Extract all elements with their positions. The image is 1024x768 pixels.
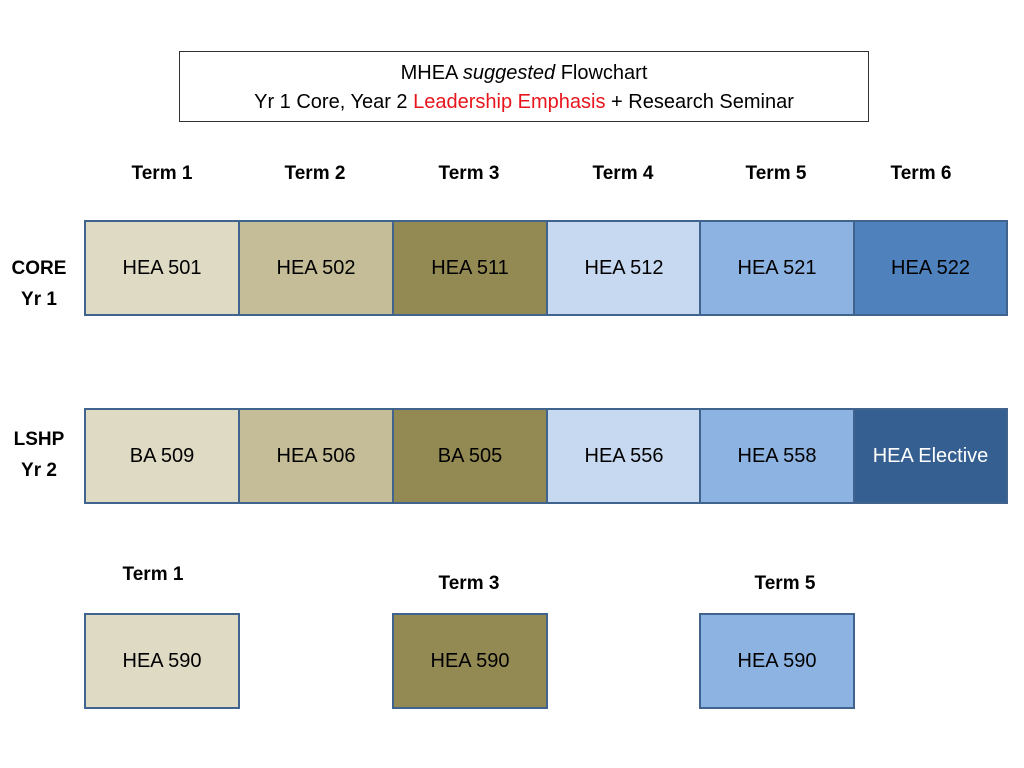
seminar-term-header-5: Term 5 bbox=[754, 573, 816, 594]
title-line-1: MHEA suggested Flowchart bbox=[180, 59, 868, 88]
title-line-2: Yr 1 Core, Year 2 Leadership Emphasis + … bbox=[180, 88, 868, 117]
title-box: MHEA suggested Flowchart Yr 1 Core, Year… bbox=[179, 51, 869, 122]
title-research-seminar: + Research Seminar bbox=[611, 91, 794, 113]
course-cell: HEA 521 bbox=[699, 220, 855, 316]
row-label-lshp-line2: Yr 2 bbox=[21, 460, 57, 481]
course-cell: HEA 558 bbox=[699, 408, 855, 504]
term-header-2: Term 2 bbox=[284, 163, 346, 184]
course-cell: HEA 501 bbox=[84, 220, 240, 316]
seminar-course-cell: HEA 590 bbox=[699, 613, 855, 709]
course-cell: BA 509 bbox=[84, 408, 240, 504]
course-cell: HEA 502 bbox=[238, 220, 394, 316]
title-flowchart: Flowchart bbox=[560, 62, 648, 84]
seminar-term-header-3: Term 3 bbox=[438, 573, 500, 594]
row-label-core: CORE Yr 1 bbox=[0, 253, 78, 315]
term-header-6: Term 6 bbox=[890, 163, 952, 184]
course-cell: HEA 512 bbox=[546, 220, 702, 316]
term-header-1: Term 1 bbox=[131, 163, 193, 184]
row-label-lshp-line1: LSHP bbox=[13, 429, 65, 450]
seminar-course-cell: HEA 590 bbox=[84, 613, 240, 709]
course-cell: BA 505 bbox=[392, 408, 548, 504]
title-leadership-emphasis: Leadership Emphasis bbox=[413, 91, 606, 113]
course-cell: HEA 522 bbox=[853, 220, 1008, 316]
term-header-4: Term 4 bbox=[592, 163, 654, 184]
row-label-core-line1: CORE bbox=[11, 258, 67, 279]
seminar-course-cell: HEA 590 bbox=[392, 613, 548, 709]
term-header-3: Term 3 bbox=[438, 163, 500, 184]
row-label-core-line2: Yr 1 bbox=[21, 289, 57, 310]
title-core: Yr 1 Core, Year 2 bbox=[254, 91, 408, 113]
course-cell: HEA 511 bbox=[392, 220, 548, 316]
course-cell: HEA Elective bbox=[853, 408, 1008, 504]
course-cell: HEA 506 bbox=[238, 408, 394, 504]
term-header-5: Term 5 bbox=[745, 163, 807, 184]
course-cell: HEA 556 bbox=[546, 408, 702, 504]
title-program: MHEA bbox=[400, 62, 458, 84]
row-label-lshp: LSHP Yr 2 bbox=[0, 424, 78, 486]
seminar-term-header-1: Term 1 bbox=[122, 564, 184, 585]
title-suggested: suggested bbox=[462, 62, 556, 84]
